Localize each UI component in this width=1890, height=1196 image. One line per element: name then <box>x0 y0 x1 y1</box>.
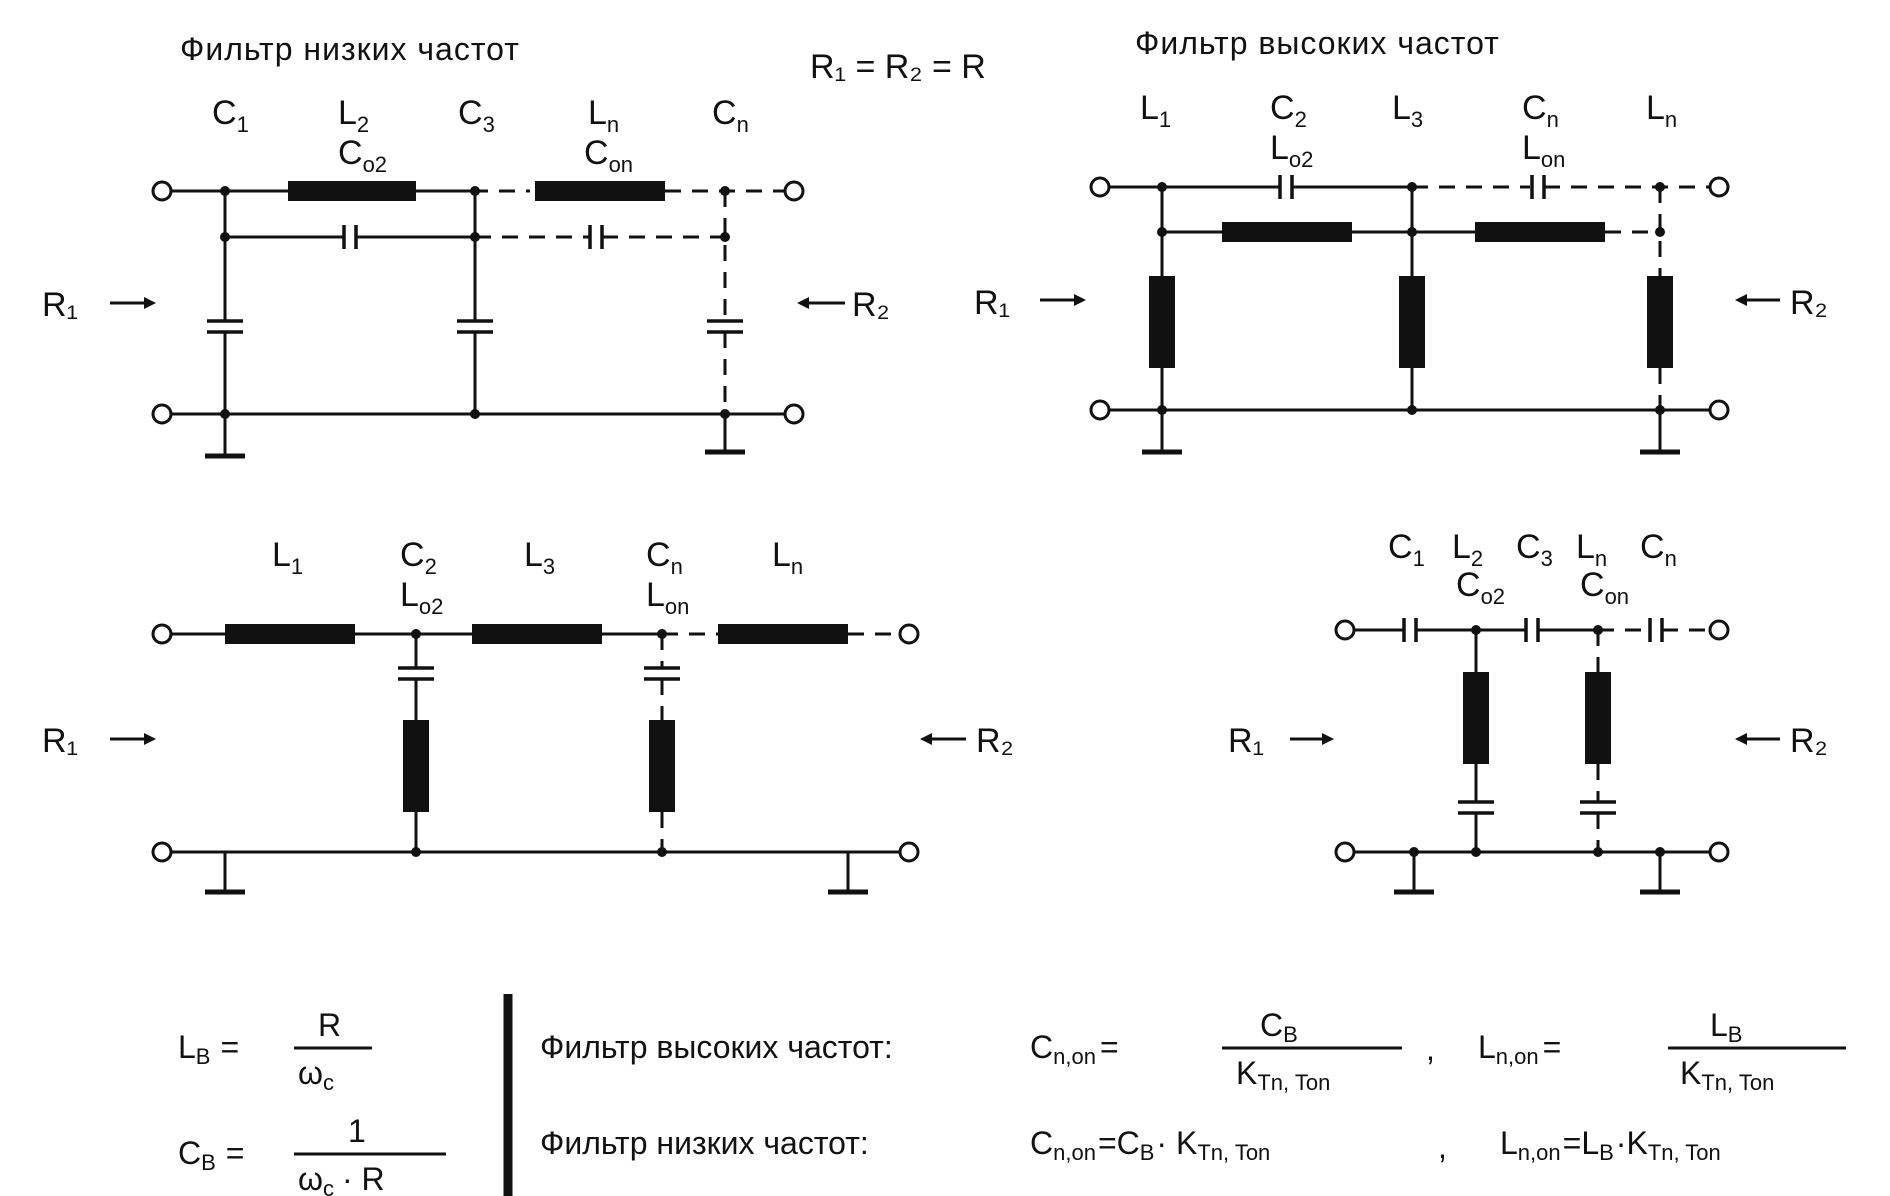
bl-input-terminal-bottom <box>151 841 173 863</box>
highpass-label-cn: Cn <box>1522 89 1559 132</box>
highpass-output-terminal-top <box>1708 176 1730 198</box>
br-shunt-inductor-ln <box>1585 672 1611 764</box>
bl-label-cn: Cn <box>646 536 683 579</box>
bl-inductor-l3 <box>472 624 602 644</box>
highpass-shunt-inductor-l1 <box>1149 276 1175 368</box>
highpass-shunt-inductor-ln <box>1647 276 1673 368</box>
bl-output-terminal-top <box>898 623 920 645</box>
bl-inductor-l1 <box>225 624 355 644</box>
br-label-cn: Cn <box>1640 528 1677 571</box>
br-input-terminal-bottom <box>1334 841 1356 863</box>
highpass-r2-arrow <box>1735 294 1747 306</box>
br-r1-label: R₁ <box>1228 722 1264 760</box>
lowpass-r2-arrow <box>797 297 809 309</box>
br-label-con: Con <box>1580 566 1629 609</box>
highpass-label-ln: Ln <box>1646 89 1677 132</box>
bottom-right-schematic: C1 L2 C3 Ln Cn Co2 Con <box>1228 528 1828 895</box>
formula-hp-l-numerator: LB <box>1710 1007 1742 1047</box>
bl-r1-label: R₁ <box>42 722 78 760</box>
highpass-label-l3: L3 <box>1392 89 1423 132</box>
br-input-terminal-top <box>1334 619 1356 641</box>
formula-hp-separator: , <box>1426 1031 1435 1067</box>
bl-r2-arrow <box>920 733 932 745</box>
highpass-label-lon: Lon <box>1522 129 1565 172</box>
lowpass-title: Фильтр низких частот <box>180 31 520 67</box>
highpass-label-l1: L1 <box>1140 89 1171 132</box>
highpass-r1-label: R₁ <box>974 284 1010 322</box>
formula-cb-numerator: 1 <box>348 1113 366 1149</box>
lowpass-label-con: Con <box>584 134 633 177</box>
formula-lp-c: Cn,on=CB· KTn, Ton <box>1030 1125 1270 1165</box>
br-output-terminal-top <box>1708 619 1730 641</box>
bl-label-l1: L1 <box>272 536 303 579</box>
formulas-block: LB= R ωc CB= 1 ωc· R Фильтр высоких част… <box>178 994 1846 1196</box>
formula-cb-lhs: CB= <box>178 1135 244 1175</box>
br-label-l2: L2 <box>1452 528 1483 571</box>
highpass-label-lo2: Lo2 <box>1270 129 1313 172</box>
highpass-schematic: L1 C2 L3 Cn Ln Lo2 Lon <box>974 89 1828 455</box>
formula-hp-label: Фильтр высоких частот: <box>540 1029 893 1065</box>
lowpass-schematic: C1 L2 C3 Ln Cn Co2 Con <box>42 94 890 459</box>
bl-label-c2: C2 <box>400 536 437 579</box>
bl-label-l3: L3 <box>524 536 555 579</box>
formula-lb-numerator: R <box>318 1007 341 1043</box>
lowpass-label-l2: L2 <box>338 94 369 137</box>
highpass-r2-label: R₂ <box>1790 284 1828 322</box>
br-label-co2: Co2 <box>1456 566 1505 609</box>
equality-label: R₁ = R₂ = R <box>810 48 986 86</box>
br-shunt-inductor-l2 <box>1463 672 1489 764</box>
lowpass-output-terminal-top <box>783 180 805 202</box>
bl-shunt-inductor-lon <box>649 720 675 812</box>
highpass-label-c2: C2 <box>1270 89 1307 132</box>
lowpass-inductor-ln <box>535 181 665 201</box>
highpass-title: Фильтр высоких частот <box>1135 25 1500 61</box>
formula-cb-denominator: ωc· R <box>298 1161 385 1196</box>
br-r2-arrow <box>1735 733 1747 745</box>
bl-shunt-inductor-lo2 <box>403 720 429 812</box>
lowpass-input-terminal-bottom <box>151 403 173 425</box>
formula-lb-lhs: LB= <box>178 1029 239 1069</box>
br-output-terminal-bottom <box>1708 841 1730 863</box>
highpass-inductor-lon <box>1475 222 1605 242</box>
formula-lp-l: Ln,on=LB·KTn, Ton <box>1500 1125 1721 1165</box>
bl-label-lo2: Lo2 <box>400 576 443 619</box>
bl-input-terminal-top <box>151 623 173 645</box>
lowpass-output-terminal-bottom <box>783 403 805 425</box>
highpass-inductor-lo2 <box>1222 222 1352 242</box>
highpass-input-terminal-top <box>1089 176 1111 198</box>
bl-label-lon: Lon <box>646 576 689 619</box>
formula-hp-l-lhs: Ln,on= <box>1478 1029 1561 1069</box>
br-label-ln: Ln <box>1576 528 1607 571</box>
lowpass-label-ln: Ln <box>588 94 619 137</box>
lowpass-label-cn: Cn <box>712 94 749 137</box>
highpass-output-terminal-bottom <box>1708 399 1730 421</box>
bl-output-terminal-bottom <box>898 841 920 863</box>
highpass-input-terminal-bottom <box>1089 399 1111 421</box>
formula-lb-denominator: ωc <box>298 1055 334 1095</box>
lowpass-label-c1: C1 <box>212 94 249 137</box>
lowpass-r2-label: R₂ <box>852 286 890 324</box>
formula-lp-separator: , <box>1438 1129 1447 1165</box>
br-r2-label: R₂ <box>1790 722 1828 760</box>
lowpass-input-terminal-top <box>151 180 173 202</box>
bl-inductor-ln <box>718 624 848 644</box>
lowpass-label-co2: Co2 <box>338 134 387 177</box>
lowpass-r1-label: R₁ <box>42 286 78 324</box>
bl-label-ln: Ln <box>772 536 803 579</box>
formula-hp-c-lhs: Cn,on= <box>1030 1029 1119 1069</box>
bottom-left-schematic: L1 C2 L3 Cn Ln Lo2 Lon <box>42 536 1014 895</box>
formula-lp-label: Фильтр низких частот: <box>540 1125 869 1161</box>
bl-r2-label: R₂ <box>976 722 1014 760</box>
br-label-c1: C1 <box>1388 528 1425 571</box>
formula-hp-l-denominator: KTn, Ton <box>1680 1055 1774 1095</box>
formula-hp-c-denominator: KTn, Ton <box>1236 1055 1330 1095</box>
formula-hp-c-numerator: CB <box>1260 1007 1298 1047</box>
lowpass-inductor-l2 <box>288 181 416 201</box>
highpass-shunt-inductor-l3 <box>1399 276 1425 368</box>
lowpass-label-c3: C3 <box>458 94 495 137</box>
br-label-c3: C3 <box>1516 528 1553 571</box>
